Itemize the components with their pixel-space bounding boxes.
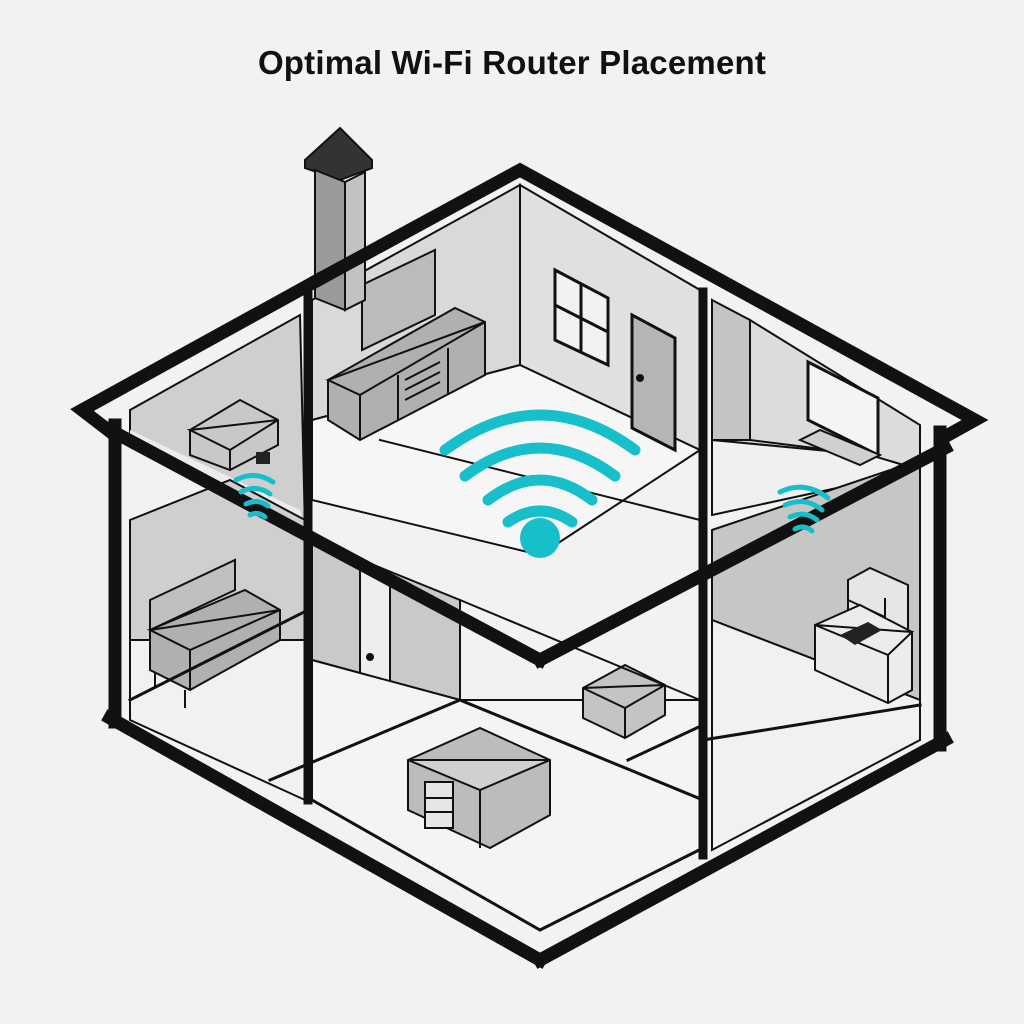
main-router-wifi-icon [439, 409, 641, 558]
right-wifi-signal-icon [777, 484, 831, 534]
lower-furniture [146, 558, 915, 850]
upper-furniture [186, 248, 883, 472]
chimney [304, 126, 373, 312]
page-title: Optimal Wi-Fi Router Placement [257, 44, 767, 81]
house-outline [70, 162, 989, 969]
left-wifi-signal-icon [233, 473, 276, 520]
